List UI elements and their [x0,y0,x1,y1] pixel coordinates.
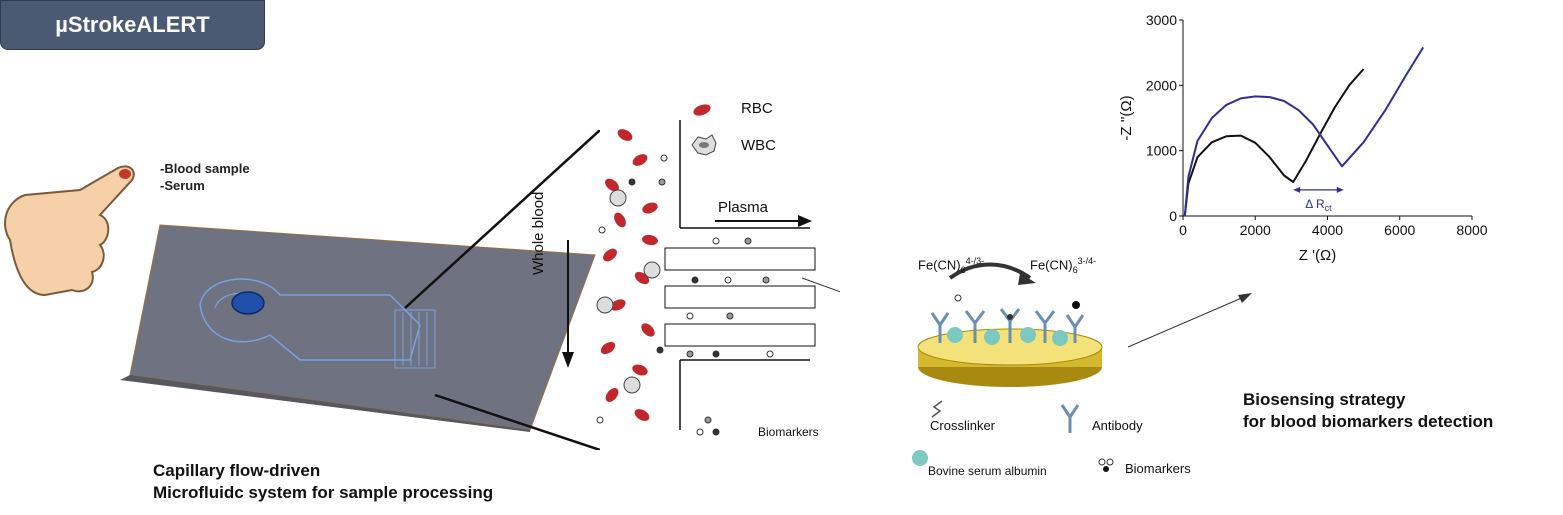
legend-rbc-label: RBC [741,100,773,117]
delta-rct-label: Δ Rct [1305,197,1332,213]
redox-left-label: Fe(CN)64-/3- [918,256,985,275]
x-tick-label: 2000 [1240,222,1271,238]
microfluidic-chip [120,224,596,432]
redox-right-label: Fe(CN)63-/4- [1030,256,1097,275]
biosensor-panel [912,262,1114,472]
wbc-icon [691,134,717,156]
x-tick-label: 4000 [1312,222,1343,238]
sample-labels: -Blood sample -Serum [160,160,250,194]
strategy-caption-line1: Biosensing strategy [1243,390,1406,409]
y-tick-label: 3000 [1146,12,1177,28]
zoom-line-bottom [434,393,600,450]
y-tick-label: 2000 [1146,77,1177,93]
bsa-icon [912,450,928,466]
crosslinker-label: Crosslinker [930,418,996,433]
delta-rct-arrowhead-left [1293,186,1301,193]
strategy-caption: Biosensing strategy for blood biomarkers… [1243,389,1493,433]
nyquist-chart: 0 2000 4000 6000 8000 0 1000 2000 3000 Z '(Ω) -Z '… [1118,12,1488,264]
x-axis-label: Z '(Ω) [1299,247,1336,264]
sample-label-serum: -Serum [160,178,205,193]
microfluidic-caption: Capillary flow-driven Microfluidc system… [153,460,493,504]
antibody-label: Antibody [1092,418,1143,433]
series-line-1 [1183,68,1365,217]
x-tick-label: 6000 [1384,222,1415,238]
microfluidic-caption-line1: Capillary flow-driven [153,461,321,480]
delta-rct-arrowhead-right [1336,186,1344,193]
biomarkers-label: Biomarkers [758,425,819,439]
microfluidic-caption-line2: Microfluidc system for sample processing [153,483,494,502]
y-tick-label: 0 [1169,208,1177,224]
hand-icon [4,165,135,297]
title-badge: µStrokeALERT [0,0,265,50]
antibody-icon [1060,404,1080,433]
biomarkers-legend-label: Biomarkers [1125,461,1191,476]
series-line-2 [1183,46,1425,217]
y-axis-label: -Z ''(Ω) [1118,95,1135,140]
x-tick-label: 8000 [1456,222,1487,238]
legend-wbc-label: WBC [741,137,776,154]
plasma-label: Plasma [718,199,769,216]
flow-arrow [1127,293,1252,348]
title-text: µStrokeALERT [55,12,210,37]
redox-arrow [948,262,1032,280]
strategy-caption-line2: for blood biomarkers detection [1243,412,1494,431]
separation-panel [562,104,840,436]
electrode-disk [917,328,1103,387]
sample-label-blood: -Blood sample [160,161,250,176]
whole-blood-label: Whole blood [530,191,547,275]
rbc-icon [693,104,711,116]
microfluidic-illustration [4,130,600,450]
y-tick-label: 1000 [1146,143,1177,159]
x-tick-label: 0 [1179,222,1187,238]
zoom-line-top [404,130,600,309]
crosslinker-icon [931,400,943,418]
biomarkers-legend-icon [1098,458,1114,472]
bsa-label: Bovine serum albumin [928,464,1047,478]
